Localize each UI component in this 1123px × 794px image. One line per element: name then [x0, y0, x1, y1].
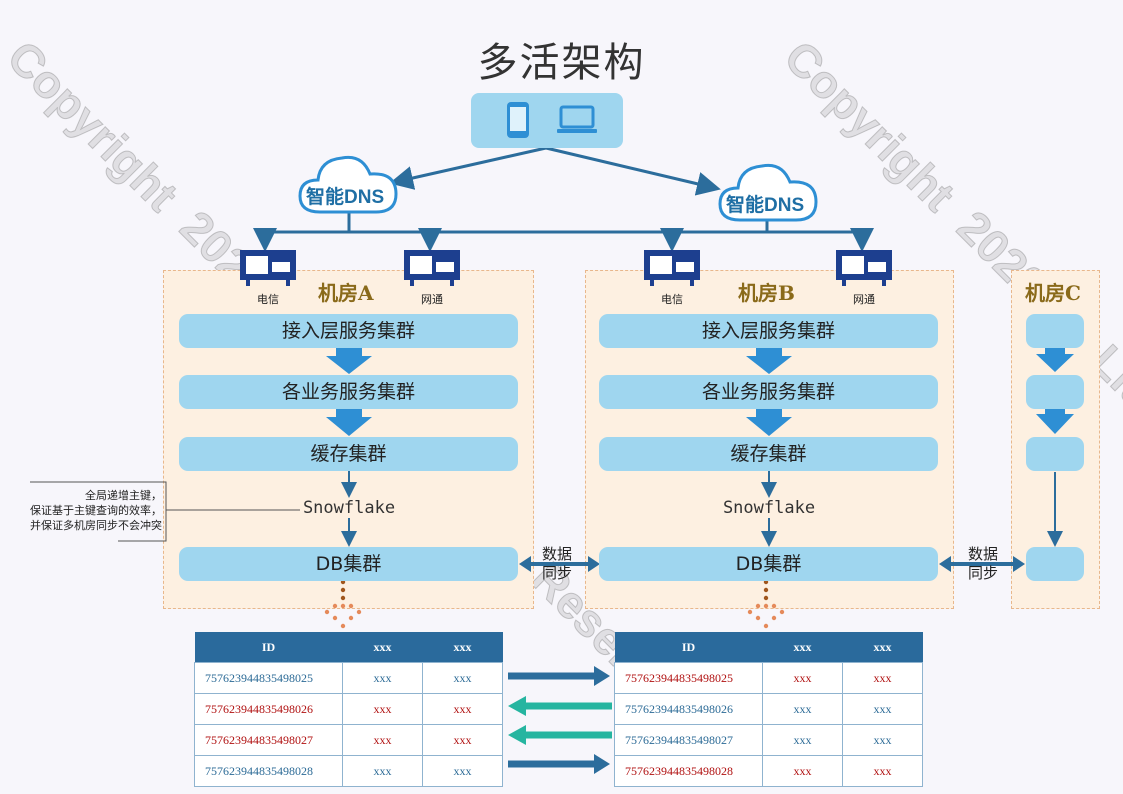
row-value-cell: xxx	[422, 662, 503, 694]
row-value-cell: xxx	[342, 662, 423, 694]
row-id-cell: 757623944835498028	[194, 755, 343, 787]
dns-cloud-right-icon	[718, 163, 818, 222]
row-id-cell: 757623944835498025	[194, 662, 343, 694]
room-a-cache-layer: 缓存集群	[179, 437, 518, 471]
table-header-col2: xxx	[422, 632, 503, 663]
device-to-dns-right-arrow	[545, 146, 721, 196]
row-value-cell: xxx	[842, 724, 923, 756]
sync-label-ab-line1: 数据	[541, 545, 572, 563]
room-b-db-layer: DB集群	[599, 547, 938, 581]
row-id-cell: 757623944835498026	[194, 693, 343, 725]
sync-label-bc: 数据 同步	[963, 545, 1003, 583]
isp-label-a-netcom: 网通	[421, 293, 443, 306]
snowflake-note: 全局递增主键， 保证基于主键查询的效率， 并保证多机房同步不会冲突	[2, 488, 162, 533]
row-id-cell: 757623944835498026	[614, 693, 763, 725]
note-line-1: 全局递增主键，	[85, 489, 162, 502]
table-header-col1: xxx	[342, 632, 423, 663]
note-line-3: 并保证多机房同步不会冲突	[30, 519, 162, 532]
room-c-block-3	[1026, 437, 1084, 471]
isp-label-a-telecom: 电信	[257, 293, 279, 306]
table-sync-arrows	[508, 666, 612, 774]
row-id-cell: 757623944835498027	[194, 724, 343, 756]
dns-label-left: 智能DNS	[306, 187, 385, 208]
row-id-cell: 757623944835498028	[614, 755, 763, 787]
row-value-cell: xxx	[342, 693, 423, 725]
row-value-cell: xxx	[422, 724, 503, 756]
isp-card-icon	[404, 250, 460, 286]
room-c-block-4	[1026, 547, 1084, 581]
room-c-title: 机房C	[1025, 281, 1081, 305]
row-value-cell: xxx	[842, 693, 923, 725]
row-id-cell: 757623944835498027	[614, 724, 763, 756]
row-value-cell: xxx	[762, 662, 843, 694]
isp-card-icon	[240, 250, 296, 286]
room-b-cache-layer: 缓存集群	[599, 437, 938, 471]
table-header-col2: xxx	[842, 632, 923, 663]
sync-label-ab-line2: 同步	[541, 564, 572, 582]
table-header-col1: xxx	[762, 632, 843, 663]
row-value-cell: xxx	[842, 662, 923, 694]
row-value-cell: xxx	[342, 755, 423, 787]
row-value-cell: xxx	[342, 724, 423, 756]
sync-label-bc-line1: 数据	[967, 545, 998, 563]
sync-label-bc-line2: 同步	[967, 564, 998, 582]
room-a-business-layer: 各业务服务集群	[179, 375, 518, 409]
room-b-snowflake: Snowflake	[722, 498, 816, 518]
row-id-cell: 757623944835498025	[614, 662, 763, 694]
row-value-cell: xxx	[762, 693, 843, 725]
note-line-2: 保证基于主键查询的效率，	[30, 504, 162, 517]
room-a-snowflake: Snowflake	[302, 498, 396, 518]
table-header-id: ID	[194, 632, 343, 663]
dns-cloud-left-icon	[298, 155, 398, 214]
row-value-cell: xxx	[422, 755, 503, 787]
room-a-db-layer: DB集群	[179, 547, 518, 581]
room-c-block-2	[1026, 375, 1084, 409]
row-value-cell: xxx	[422, 693, 503, 725]
device-to-dns-left-arrow	[389, 146, 547, 190]
isp-card-icon	[644, 250, 700, 286]
isp-label-b-telecom: 电信	[661, 293, 683, 306]
room-b-title: 机房B	[738, 281, 795, 305]
room-b-business-layer: 各业务服务集群	[599, 375, 938, 409]
phone-icon	[507, 102, 529, 138]
client-devices-box	[471, 93, 623, 148]
room-c-block-1	[1026, 314, 1084, 348]
room-a-title: 机房A	[318, 281, 374, 305]
room-b-access-layer: 接入层服务集群	[599, 314, 938, 348]
table-header-id: ID	[614, 632, 763, 663]
isp-card-icon	[836, 250, 892, 286]
row-value-cell: xxx	[762, 724, 843, 756]
dns-label-right: 智能DNS	[726, 195, 805, 216]
sync-label-ab: 数据 同步	[537, 545, 577, 583]
row-value-cell: xxx	[842, 755, 923, 787]
laptop-icon	[557, 105, 597, 133]
room-a-access-layer: 接入层服务集群	[179, 314, 518, 348]
row-value-cell: xxx	[762, 755, 843, 787]
isp-label-b-netcom: 网通	[853, 293, 875, 306]
diagram-title: 多活架构	[477, 40, 646, 86]
